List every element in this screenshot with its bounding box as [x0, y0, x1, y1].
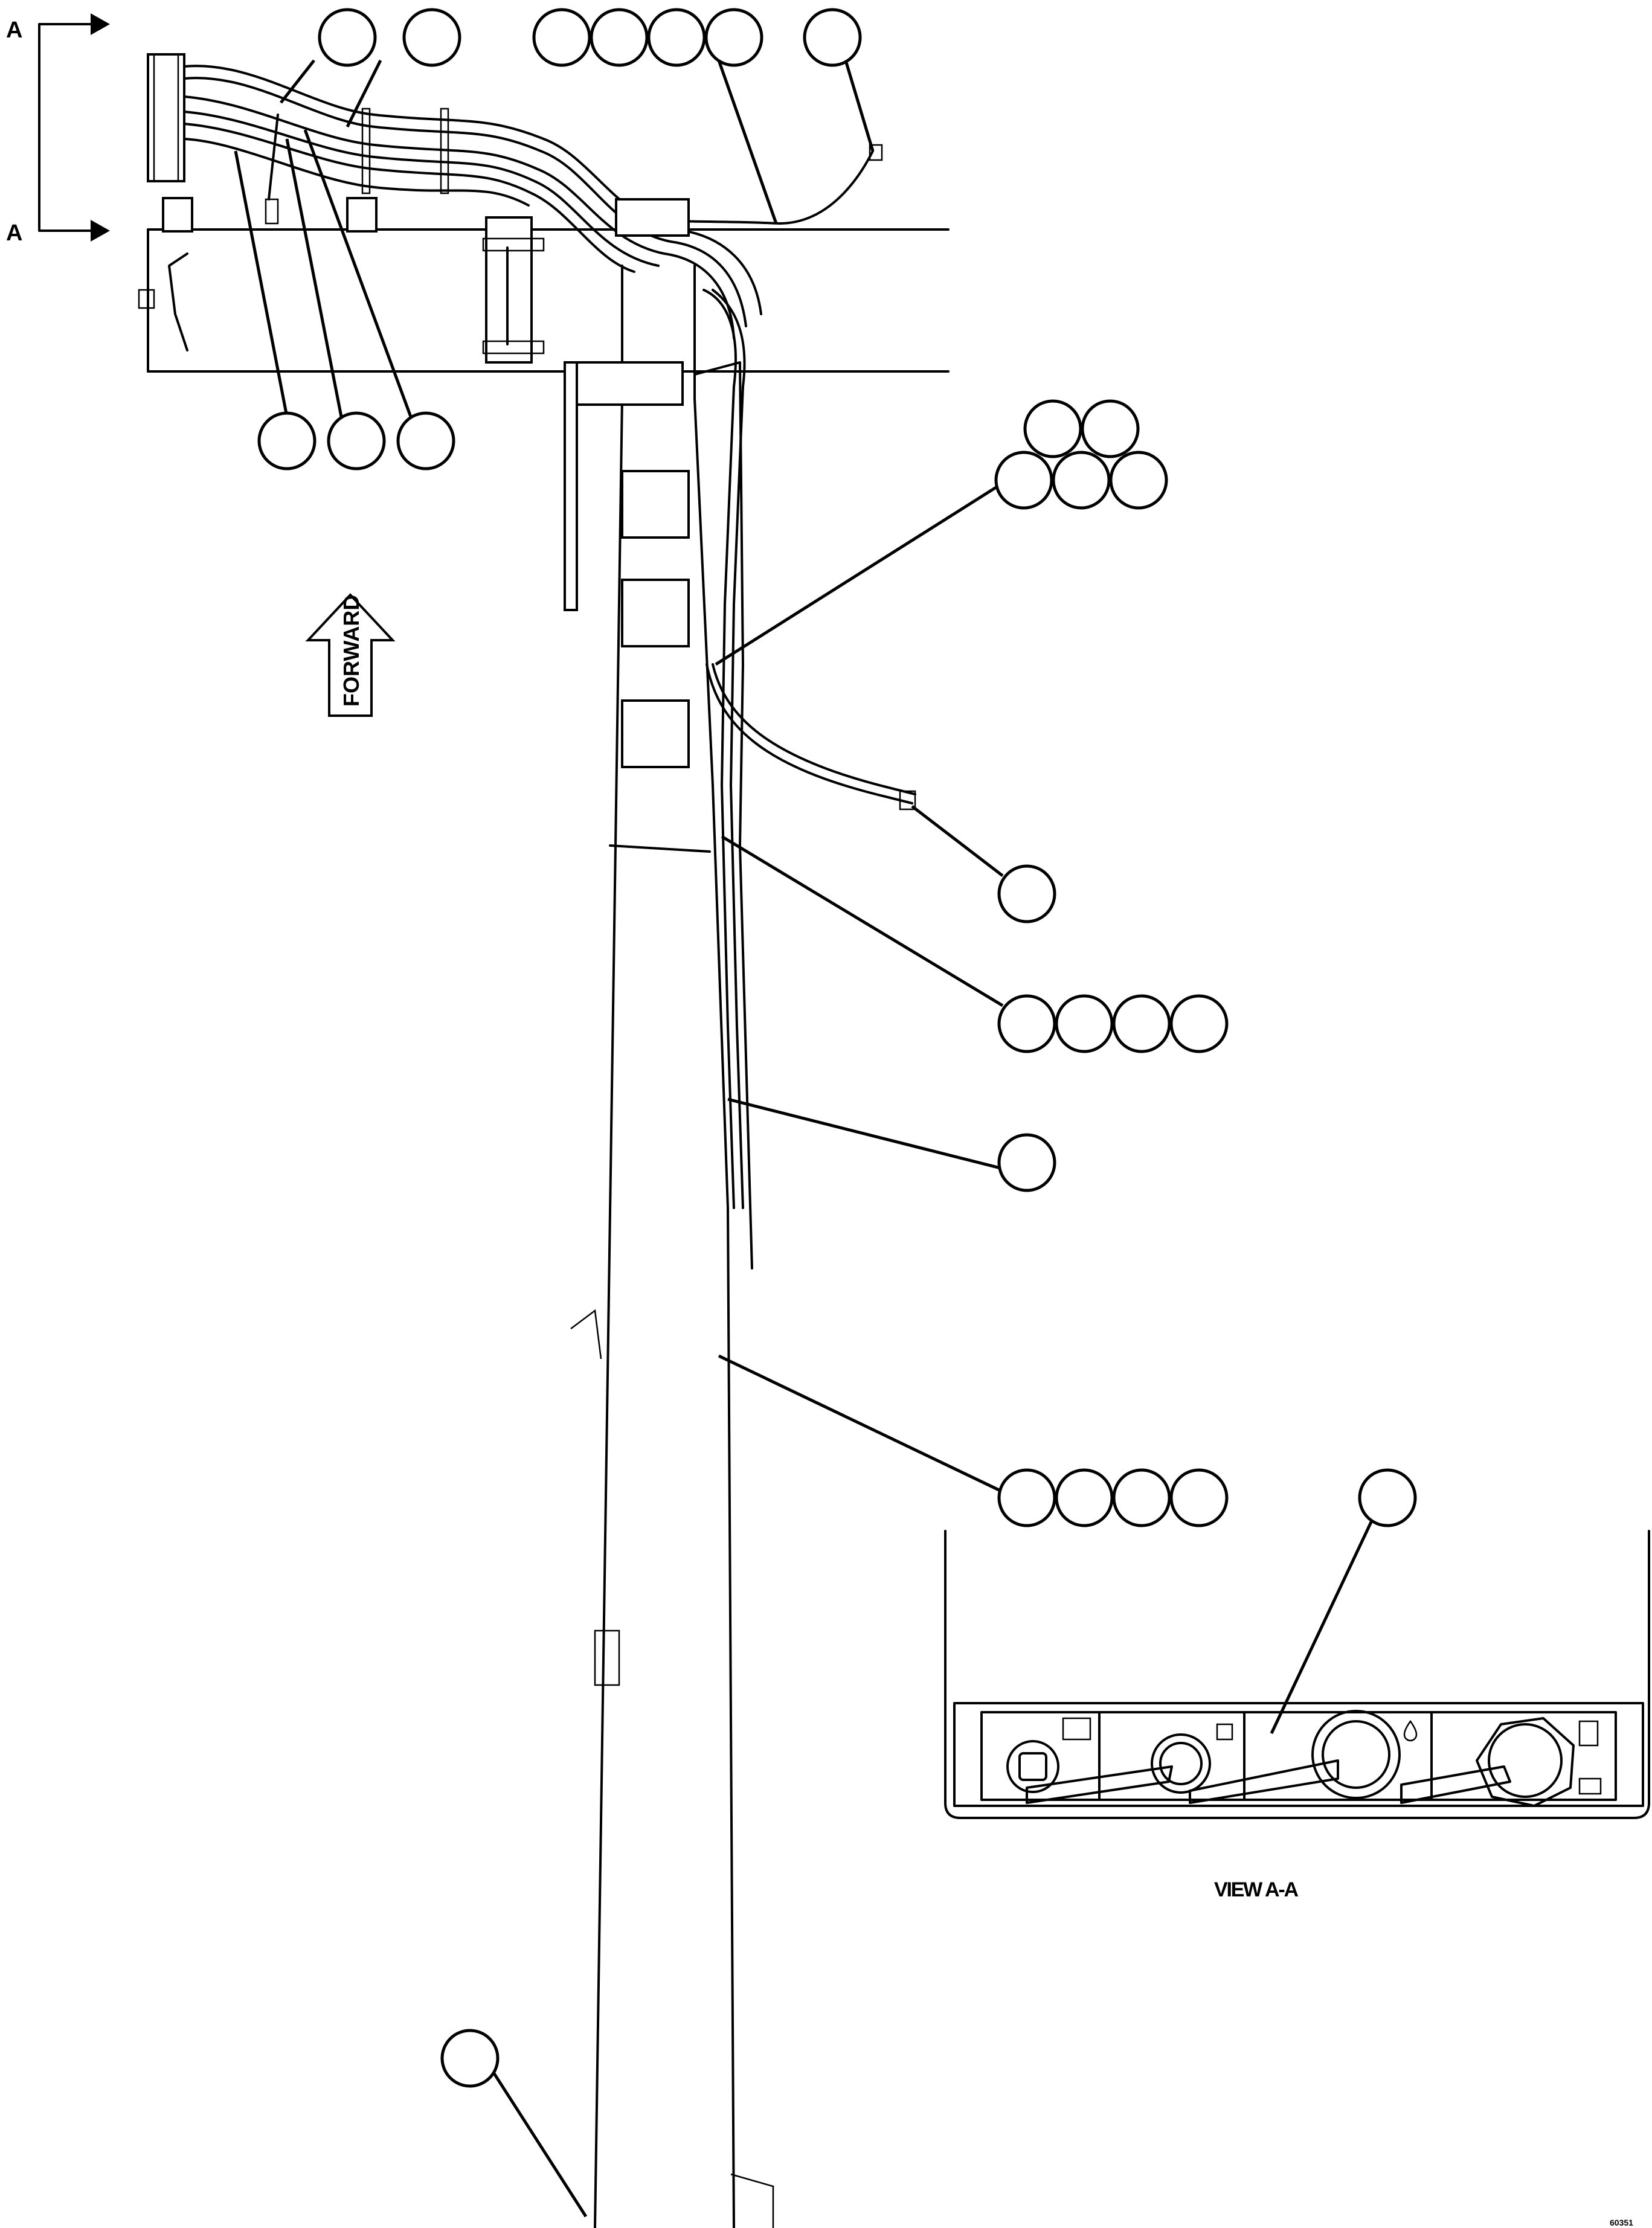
callout-bubble — [318, 8, 377, 67]
drawing-code: 60351 — [1610, 2218, 1633, 2227]
book-icon — [1578, 1777, 1602, 1795]
callout-bubble — [396, 411, 455, 470]
oil-drop-icon — [1403, 1719, 1418, 1742]
callout-bubble — [532, 8, 591, 67]
callout-bubble — [803, 8, 862, 67]
coolant-icon — [1216, 1723, 1233, 1741]
callout-bubbles — [257, 8, 1417, 2088]
callout-bubble — [647, 8, 706, 67]
callout-bubble — [1169, 1468, 1229, 1527]
forward-arrow: FORWARD — [305, 593, 396, 717]
upper-frame — [138, 53, 950, 373]
callout-bubble — [704, 8, 763, 67]
filter-icon — [1062, 1717, 1091, 1741]
callout-bubble — [1112, 1468, 1171, 1527]
leader-lines — [234, 59, 1373, 2218]
callout-bubble — [997, 864, 1056, 923]
callout-bubble — [997, 1133, 1056, 1192]
boom-member — [564, 265, 916, 2228]
hose-bundle — [183, 65, 883, 339]
callout-bubble — [327, 411, 386, 470]
section-marker: A A — [6, 13, 110, 246]
callout-bubble — [997, 994, 1056, 1053]
callout-bubble — [1109, 451, 1168, 510]
section-marker-bottom-label: A — [6, 220, 22, 246]
callout-bubble — [1112, 994, 1171, 1053]
callout-bubble — [1052, 451, 1111, 510]
callout-bubble — [590, 8, 649, 67]
callout-bubble — [997, 1468, 1056, 1527]
fuel-icon — [1578, 1720, 1599, 1747]
callout-bubble — [257, 411, 317, 470]
callout-bubble — [994, 451, 1053, 510]
callout-bubble — [440, 2029, 500, 2088]
callout-bubble — [1055, 994, 1114, 1053]
callout-bubble — [1081, 399, 1140, 458]
forward-label: FORWARD — [339, 595, 364, 707]
callout-bubble — [402, 8, 461, 67]
callout-bubble — [1023, 399, 1082, 458]
view-label: VIEW A-A — [1214, 1878, 1299, 1901]
callout-bubble — [1055, 1468, 1114, 1527]
view-a-a-panel: VIEW A-A — [944, 1530, 1650, 1901]
callout-bubble — [1169, 994, 1229, 1053]
section-marker-top-label: A — [6, 18, 22, 43]
callout-bubble — [1358, 1468, 1417, 1527]
